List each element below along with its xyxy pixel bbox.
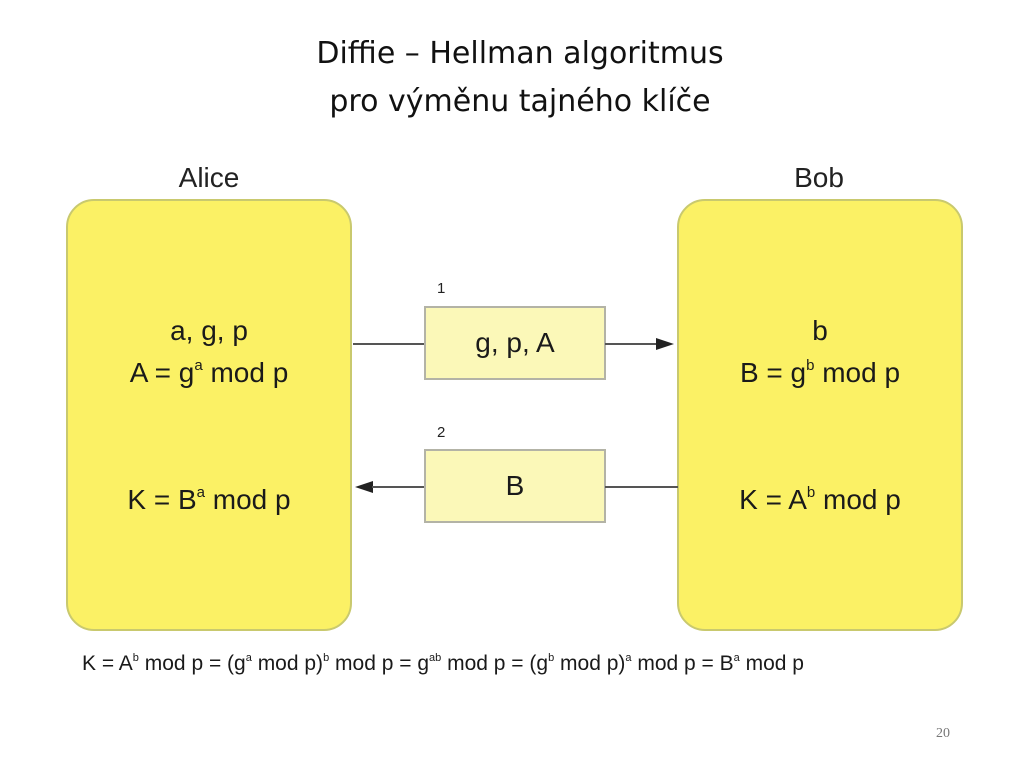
formula-part-4: mod p = g bbox=[329, 652, 429, 675]
formula-part-1: K = A bbox=[82, 652, 133, 675]
formula-part-2: mod p = (g bbox=[138, 652, 246, 675]
bob-public-key-equation: B = gb mod p bbox=[679, 356, 961, 390]
title-line-1: Diffie – Hellman algoritmus bbox=[316, 36, 724, 71]
formula-part-5: mod p = (g bbox=[441, 652, 549, 675]
alice-panel: a, g, p A = ga mod p K = Ba mod p bbox=[66, 199, 352, 631]
alice-eq2-right: mod p bbox=[205, 484, 291, 515]
message-2-box: B bbox=[424, 449, 606, 523]
message-2-number: 2 bbox=[437, 424, 446, 441]
bob-shared-key-equation: K = Ab mod p bbox=[679, 483, 961, 517]
formula-exp-4: ab bbox=[429, 652, 442, 664]
bob-eq1-right: mod p bbox=[814, 357, 901, 388]
message-1-box: g, p, A bbox=[424, 306, 606, 380]
page-number: 20 bbox=[936, 726, 950, 741]
bob-label: Bob bbox=[794, 162, 844, 193]
message-1-wire-left bbox=[353, 343, 426, 345]
bob-eq2-exponent: b bbox=[806, 484, 816, 501]
formula-exp-5: b bbox=[548, 652, 555, 664]
formula-part-8: mod p bbox=[739, 652, 804, 675]
alice-eq1-right: mod p bbox=[202, 357, 289, 388]
bob-variables: b bbox=[812, 315, 828, 346]
formula-part-7: mod p = B bbox=[631, 652, 734, 675]
formula-exp-6: a bbox=[625, 652, 632, 664]
arrow-right-icon bbox=[656, 338, 674, 350]
arrow-left-icon bbox=[355, 481, 373, 493]
formula-exp-2: a bbox=[245, 652, 252, 664]
formula-part-3: mod p) bbox=[251, 652, 324, 675]
alice-public-key-equation: A = ga mod p bbox=[68, 356, 350, 390]
message-1-number: 1 bbox=[437, 280, 446, 297]
message-1-wire-right bbox=[605, 343, 657, 345]
bob-panel: b B = gb mod p K = Ab mod p bbox=[677, 199, 963, 631]
title-line-2: pro výměnu tajného klíče bbox=[329, 84, 711, 119]
alice-label: Alice bbox=[178, 162, 240, 193]
alice-eq2-exponent: a bbox=[196, 484, 205, 501]
formula-exp-3: b bbox=[323, 652, 330, 664]
key-derivation-formula: K = Ab mod p = (ga mod p)b mod p = gab m… bbox=[82, 652, 804, 676]
formula-part-6: mod p) bbox=[554, 652, 626, 675]
bob-eq2-left: K = A bbox=[739, 484, 807, 515]
alice-variables: a, g, p bbox=[170, 315, 248, 346]
alice-eq1-exponent: a bbox=[194, 357, 203, 374]
formula-exp-1: b bbox=[132, 652, 139, 664]
bob-eq2-right: mod p bbox=[815, 484, 901, 515]
slide-title: Diffie – Hellman algoritmus pro výměnu t… bbox=[0, 30, 1024, 126]
message-2-wire-right bbox=[605, 486, 678, 488]
formula-exp-7: a bbox=[733, 652, 740, 664]
alice-eq1-left: A = g bbox=[129, 357, 195, 388]
alice-eq2-left: K = B bbox=[127, 484, 197, 515]
message-2-wire-left bbox=[372, 486, 426, 488]
bob-eq1-left: B = g bbox=[739, 357, 807, 388]
alice-shared-key-equation: K = Ba mod p bbox=[68, 483, 350, 517]
bob-eq1-exponent: b bbox=[806, 357, 815, 374]
